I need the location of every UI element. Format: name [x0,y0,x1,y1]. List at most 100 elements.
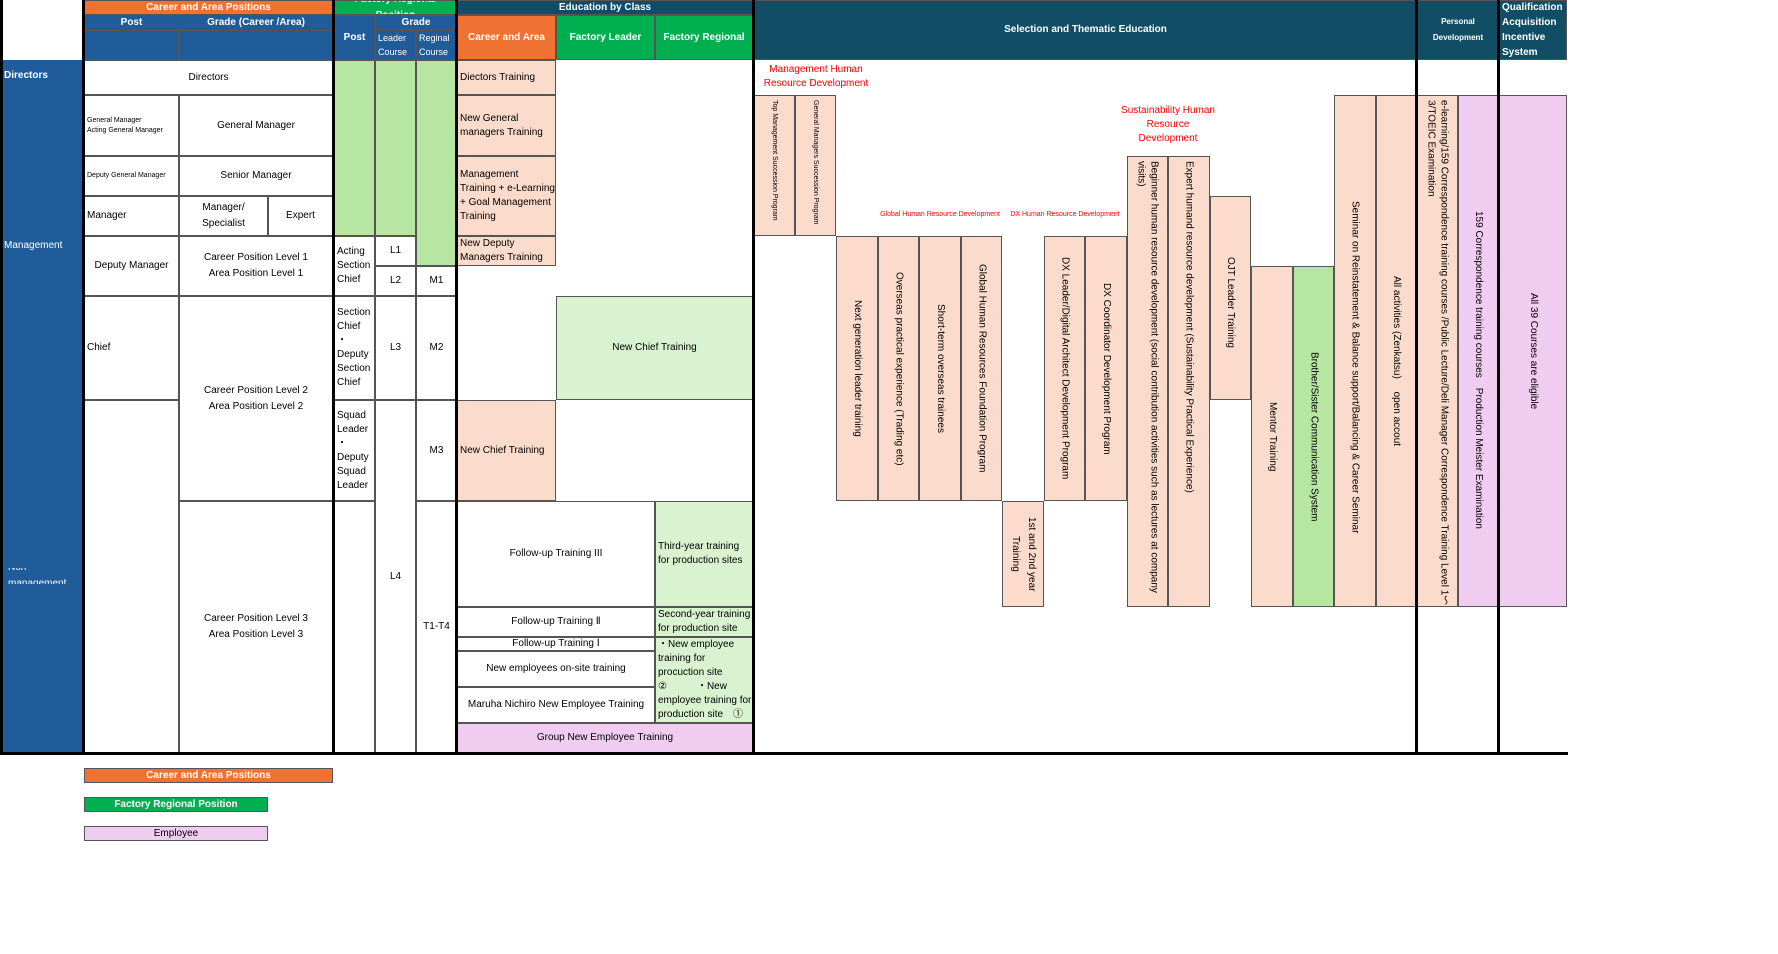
followup-training-2: Follow-up Training Ⅱ [457,607,655,637]
post-directors: Directors [84,60,333,95]
fr-squad-leader: Squad Leader ・Deputy Squad Leader [334,400,375,501]
fr-l1: L1 [375,236,416,266]
header-post: Post [84,15,179,30]
brother-sister-system: Brother/Sister Communication System [1293,266,1334,607]
all-39-courses: All 39 Courses are eligible [1499,95,1567,607]
label-dx-hr: DX Human Resource Development [1010,211,1120,218]
expert-hr-development: Expert humand resource development (Sust… [1168,156,1210,607]
overseas-practical: Overseas practical experience (Trading e… [878,236,919,501]
row-label-directors: Directors [4,70,48,81]
grade-expert: Expert [268,196,333,236]
post-blank [84,400,179,753]
top-management-succession: Top Management Succession Program [754,95,795,236]
header-grade-blank [179,30,333,60]
fr-regional-green-block [416,60,457,266]
divider [0,752,1568,755]
dx-coordinator-program: DX Coordinator Development Program [1085,236,1127,501]
header-selection-thematic: Selection and Thematic Education [754,0,1417,60]
divider [1415,0,1418,755]
fr-l4: L4 [375,400,416,753]
gm-succession-program: General Managers Succession Program [795,95,836,236]
divider [332,0,335,755]
fr-l3: L3 [375,296,416,400]
grade-level1: Career Position Level 1 Area Position Le… [179,236,333,296]
dx-leader-program: DX Leader/Digital Architect Development … [1044,236,1085,501]
legend-employee: Employee [84,826,268,841]
header-factory-leader: Factory Leader [556,15,655,60]
header-regional-course: Reginal Course [416,30,457,60]
divider [455,0,458,755]
fr-acting-section-chief: Acting Section Chief [334,236,375,296]
header-factory-regional: Factory Regional [655,15,753,60]
fr-m3: M3 [416,400,457,501]
new-gm-training: New General managers Training [457,95,556,156]
header-grade-career-area: Grade (Career /Area) [179,15,333,30]
new-employees-on-site: New employees on-site training [457,651,655,687]
row-label-non-management: Non management [8,568,67,584]
post-manager: Manager [84,196,179,236]
header-factory-regional-position: Factory Regional Position [334,0,457,15]
next-generation-leader: Next generation leader training [836,236,878,501]
legend-career: Career and Area Positions [84,768,333,783]
mentor-training: Mentor Training [1251,266,1293,607]
divider [0,0,3,755]
all-activities-zenkatsu: All activities (Zenkatsu) open accout [1376,95,1417,607]
ojt-leader-training: OJT Leader Training [1210,196,1251,400]
group-new-employee-training: Group New Employee Training [457,723,753,753]
header-grade: Grade [375,15,457,30]
short-term-overseas: Short-term overseas trainees [919,236,961,501]
row-label-management: Management [4,240,63,251]
header-career-area-positions: Career and Area Positions [84,0,333,15]
beginner-hr-development: Beginner human resource development (soc… [1127,156,1168,607]
grade-general-manager: General Manager [179,95,333,156]
grade-senior-manager: Senior Manager [179,156,333,196]
global-foundation-program: Global Human Resources Foundation Progra… [961,236,1002,501]
correspondence-159: 159 Correspondence training courses Prod… [1458,95,1499,607]
grade-level2: Career Position Level 2 Area Position Le… [179,296,333,501]
fr-section-chief: Section Chief ・Deputy Section Chief [334,296,375,400]
fr-t1-t4: T1-T4 [416,501,457,753]
legend-factory: Factory Regional Position [84,797,268,812]
fr-post-blank [334,501,375,753]
directors-training: Diectors Training [457,60,556,95]
maruha-new-employee-training: Maruha Nichiro New Employee Training [457,687,655,723]
header-leader-course: Leader Course [375,30,416,60]
followup-training-3: Follow-up Training III [457,501,655,607]
first-second-year-training: 1st and 2nd year Training [1002,501,1044,607]
post-general-manager: General Manager Acting General Manager [84,95,179,156]
corner-cell [0,0,84,60]
new-deputy-managers-training: New Deputy Managers Training [457,236,556,266]
label-sustainability-hr: Sustainability Human Resource Developmen… [1121,105,1215,144]
new-employee-production-site: ・New employee training for procuction si… [655,637,753,723]
header-personal-development: Personal Development [1417,0,1499,60]
reinstatement-seminar: Seminar on Reinstatement & Balance suppo… [1334,95,1376,607]
row-labels-column [0,60,84,753]
new-chief-training-career: New Chief Training [457,400,556,501]
fr-leader-green-block [375,60,416,236]
third-year-training: Third-year training for production sites [655,501,753,607]
label-management-hr: Management Human Resource Development [763,64,869,89]
divider [82,0,85,755]
divider [752,0,755,755]
new-chief-training-factory: New Chief Training [556,296,753,400]
header-qualification: Qualification Acquisition Incentive Syst… [1499,0,1567,60]
fr-m2: M2 [416,296,457,400]
header-education-by-class: Education by Class [457,0,753,15]
followup-training-1: Follow-up Training Ⅰ [457,637,655,651]
fr-m1: M1 [416,266,457,296]
fr-post-green-block [334,60,375,236]
post-deputy-general-manager: Deputy General Manager [84,156,179,196]
header-career-and-area: Career and Area [457,15,556,60]
grade-level3: Career Position Level 3 Area Position Le… [179,501,333,753]
management-training: Management Training + e-Learning + Goal … [457,156,556,236]
elearning-correspondence: e-learning/159 Correspondence training c… [1417,95,1458,607]
header-post-blank [84,30,179,60]
grade-manager-specialist: Manager/ Specialist [179,196,268,236]
fr-l2: L2 [375,266,416,296]
label-global-hr: Global Human Resource Development [880,211,1000,218]
header-fr-post: Post [334,15,375,60]
divider [1497,0,1500,755]
post-chief: Chief [84,296,179,400]
second-year-training: Second-year training for production site [655,607,753,637]
post-deputy-manager: Deputy Manager [84,236,179,296]
